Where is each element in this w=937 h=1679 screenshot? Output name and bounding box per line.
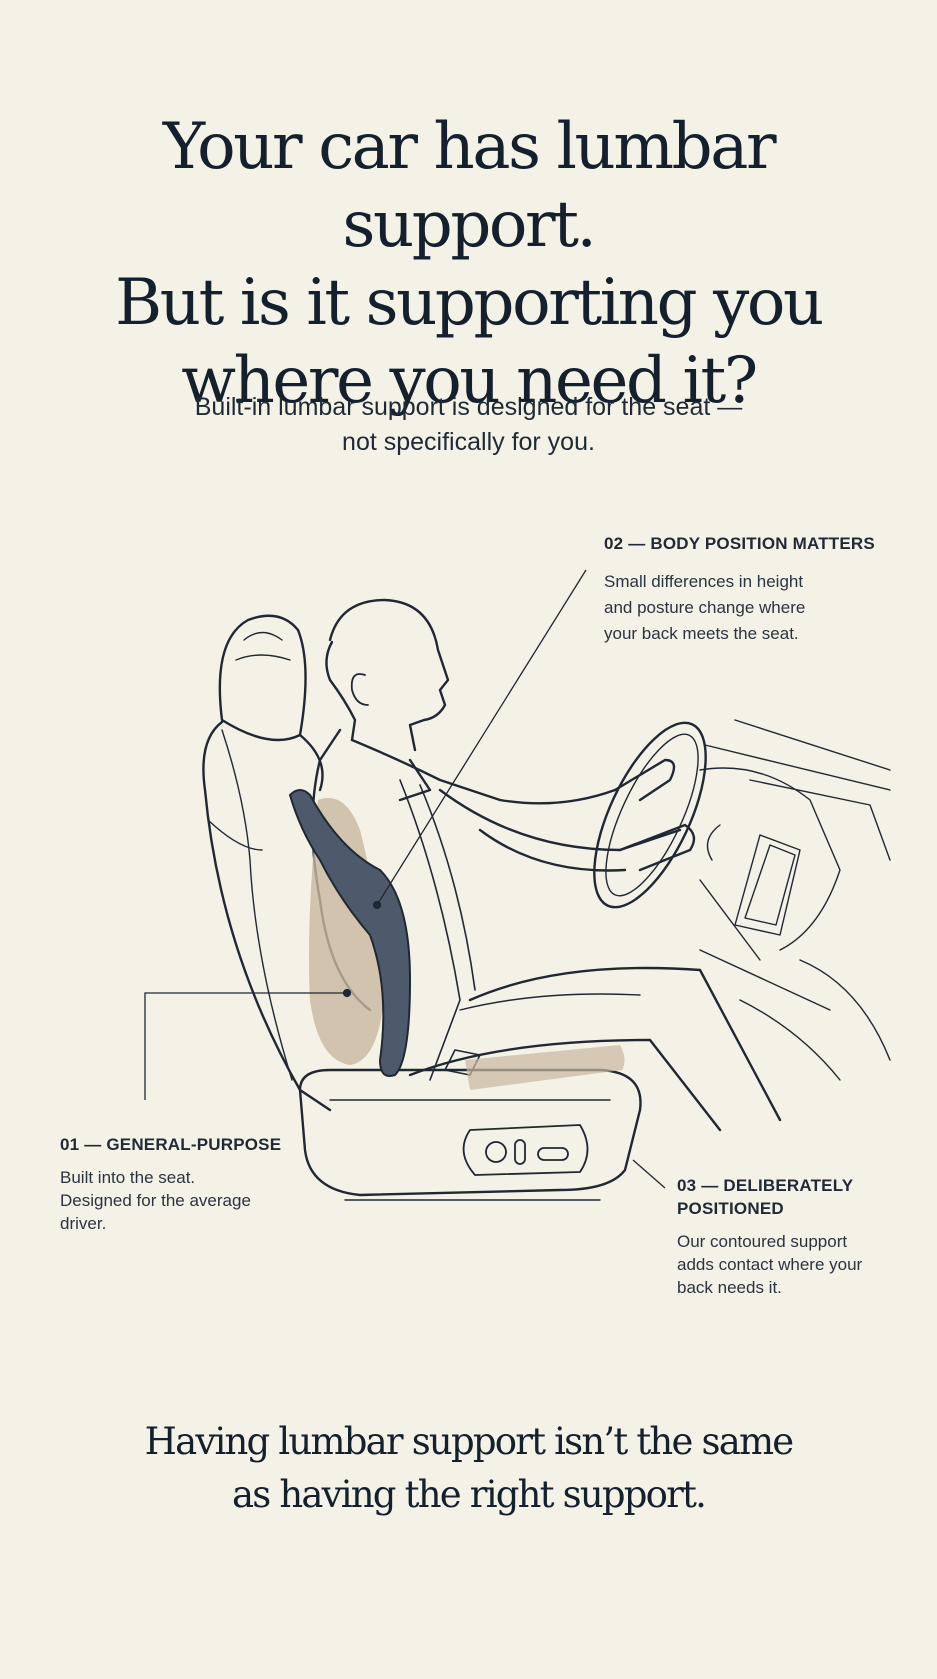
- callout-body-line: Built into the seat.: [60, 1168, 196, 1187]
- seat-cushion: [298, 1068, 642, 1197]
- headline-line: Your car has lumbar support.: [162, 110, 777, 262]
- callout-body-position: 02 — BODY POSITION MATTERS Small differe…: [604, 532, 904, 647]
- thigh-support-highlight: [465, 1045, 625, 1090]
- callout-body: Our contoured support adds contact where…: [677, 1230, 917, 1299]
- closing-line: Having lumbar support isn’t the same: [144, 1420, 794, 1463]
- seat-controls: [462, 1124, 589, 1176]
- callout-body-line: Designed for the average: [60, 1191, 251, 1210]
- subheadline-line: not specifically for you.: [342, 428, 595, 456]
- callout-body-line: Our contoured support: [677, 1232, 848, 1251]
- driver-head: [328, 598, 450, 752]
- closing-statement: Having lumbar support isn’t the same as …: [60, 1415, 877, 1521]
- headline: Your car has lumbar support. But is it s…: [40, 108, 897, 420]
- driver-legs: [468, 966, 782, 1122]
- callout-title-line: 02 — BODY POSITION MATTERS: [604, 534, 875, 553]
- callout-title: 01 — GENERAL-PURPOSE: [60, 1133, 300, 1156]
- callout-body-line: driver.: [60, 1214, 107, 1233]
- callout-title: 02 — BODY POSITION MATTERS: [604, 532, 904, 555]
- callout-body-line: back needs it.: [677, 1278, 782, 1297]
- dashboard-illustration: [699, 719, 891, 1081]
- callout-body: Small differences in height and posture …: [604, 569, 904, 647]
- callout-deliberately-positioned: 03 — DELIBERATELY POSITIONED Our contour…: [677, 1174, 917, 1299]
- callout-body-line: Small differences in height: [604, 572, 804, 591]
- callout-title-line: POSITIONED: [677, 1199, 784, 1218]
- callout-title-line: 01 — GENERAL-PURPOSE: [60, 1135, 282, 1154]
- headline-line: But is it supporting you: [115, 266, 824, 340]
- callout-03-leader-line: [632, 1159, 666, 1189]
- subheadline: Built-in lumbar support is designed for …: [60, 390, 877, 460]
- callout-general-purpose: 01 — GENERAL-PURPOSE Built into the seat…: [60, 1133, 300, 1235]
- closing-line: as having the right support.: [231, 1473, 707, 1516]
- callout-title: 03 — DELIBERATELY POSITIONED: [677, 1174, 917, 1220]
- callout-title-line: 03 — DELIBERATELY: [677, 1176, 854, 1195]
- headrest: [218, 614, 307, 742]
- seat-belt: [399, 779, 461, 1081]
- callout-body: Built into the seat. Designed for the av…: [60, 1166, 300, 1235]
- subheadline-line: Built-in lumbar support is designed for …: [194, 393, 743, 421]
- seat-backrest: [202, 720, 332, 1112]
- callout-body-line: adds contact where your: [677, 1255, 863, 1274]
- callout-body-line: your back meets the seat.: [604, 624, 799, 643]
- callout-body-line: and posture change where: [604, 598, 806, 617]
- headline-line: where you need it?: [181, 344, 758, 418]
- callout-02-leader-line: [376, 569, 587, 906]
- callout-01-leader-line: [144, 992, 345, 1100]
- steering-wheel: [593, 721, 707, 909]
- lumbar-cushion: [288, 789, 412, 1077]
